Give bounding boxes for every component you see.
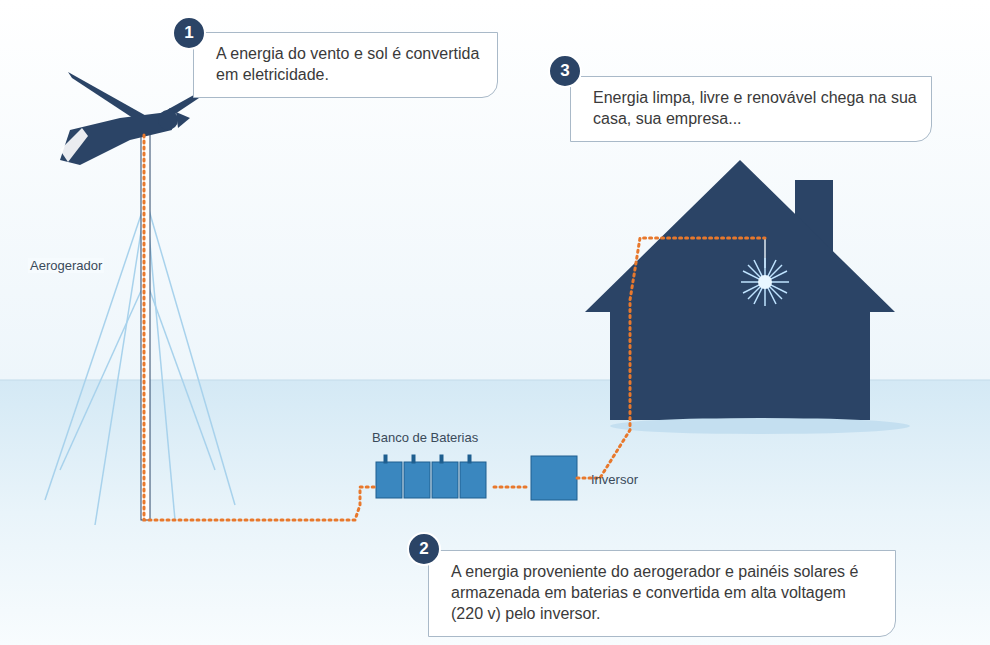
power-wire <box>144 135 765 520</box>
house <box>585 160 895 420</box>
battery-bank <box>376 455 486 498</box>
battery-bank-node: Banco de Baterias <box>372 430 494 500</box>
power-wire-connector <box>494 487 529 488</box>
callout-box: Energia limpa, livre e renovável chega n… <box>570 76 932 142</box>
house-shadow <box>610 418 910 434</box>
lamp <box>741 238 789 306</box>
node-text: Banco de Baterias <box>372 430 494 445</box>
callout-number: 3 <box>548 54 582 88</box>
node-text: Energia limpa, livre e renovável chega n… <box>593 87 917 129</box>
node-text: A energia do vento e sol é convertida em… <box>216 43 483 85</box>
callout-box: A energia proveniente do aerogerador e p… <box>428 550 896 637</box>
callout-number: 2 <box>407 532 441 566</box>
guy-wires <box>45 200 235 525</box>
callout-number: 1 <box>172 16 206 50</box>
inverter-box <box>531 456 577 500</box>
wind-turbine <box>60 72 210 520</box>
part-label: Aerogerador <box>28 258 104 273</box>
inverter-node: Inversor <box>529 453 669 503</box>
node-text: A energia proveniente do aerogerador e p… <box>451 561 881 624</box>
callout-box: A energia do vento e sol é convertida em… <box>193 32 498 98</box>
node-text: Inversor <box>591 472 638 487</box>
